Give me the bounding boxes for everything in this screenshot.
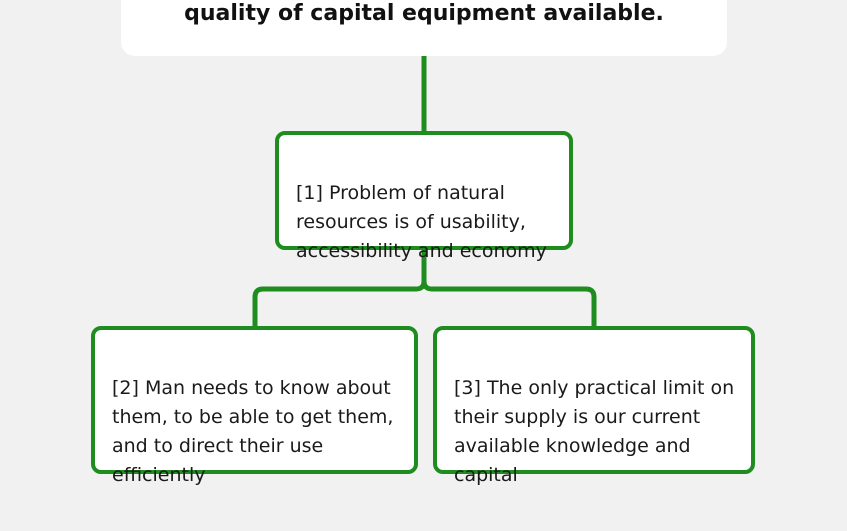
node-1: [1] Problem of natural resources is of u…	[275, 131, 573, 262]
node-1-text: [1] Problem of natural resources is of u…	[296, 182, 547, 262]
node-3-text: [3] The only practical limit on their su…	[454, 377, 735, 486]
root-node-text: the ingenuity of man and the quality and…	[184, 1, 664, 26]
node-2: [2] Man needs to know about them, to be …	[91, 326, 418, 486]
node-3: [3] The only practical limit on their su…	[433, 326, 755, 486]
connector-node-1-to-node-3	[421, 250, 597, 326]
root-node: the ingenuity of man and the quality and…	[121, 0, 727, 56]
node-2-text: [2] Man needs to know about them, to be …	[112, 377, 394, 486]
